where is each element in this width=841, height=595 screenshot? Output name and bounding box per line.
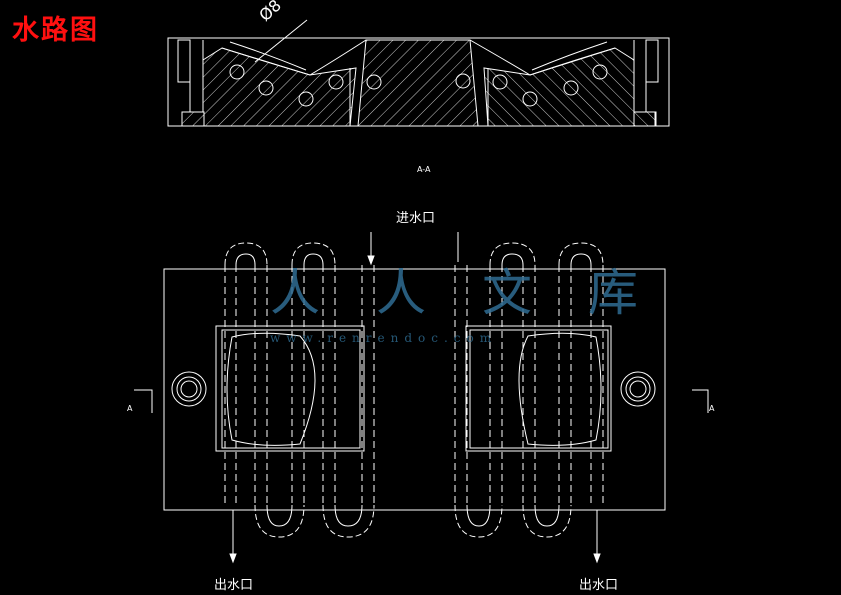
outlet-arrow-left xyxy=(229,510,237,564)
plan-view xyxy=(134,232,709,564)
watermark-logo: 人人文库 xyxy=(270,264,694,322)
left-guide xyxy=(177,39,191,83)
water-channel xyxy=(328,74,344,90)
bottom-bends xyxy=(254,504,572,538)
watermark-url: www.renrendoc.com xyxy=(270,331,498,345)
water-channel xyxy=(258,80,274,96)
inlet-label: 进水口 xyxy=(396,211,436,226)
water-channel xyxy=(563,80,579,96)
water-channel xyxy=(298,91,314,107)
section-marker-left: A xyxy=(127,404,133,413)
water-channel xyxy=(492,74,508,90)
water-channel xyxy=(366,74,382,90)
section-mark-left xyxy=(134,389,153,413)
section-view xyxy=(167,19,670,127)
water-channel xyxy=(455,73,471,89)
right-bush xyxy=(620,371,656,407)
water-channel xyxy=(522,91,538,107)
outlet-arrow-right xyxy=(593,510,601,564)
dimension-leader xyxy=(254,19,308,63)
cavity-left xyxy=(215,325,365,452)
mold-plate-outline xyxy=(163,268,666,511)
cavity-right xyxy=(465,325,612,452)
right-guide xyxy=(645,39,659,83)
section-marker-right: A xyxy=(709,404,715,413)
outlet-label-left: 出水口 xyxy=(214,578,254,593)
drawing-title: 水路图 xyxy=(12,15,99,46)
water-channel xyxy=(229,64,245,80)
inlet-arrow xyxy=(367,232,375,266)
part-left xyxy=(226,332,316,446)
part-right xyxy=(518,332,602,446)
cooling-channels xyxy=(224,265,604,505)
outlet-label-right: 出水口 xyxy=(579,578,619,593)
section-label: A-A xyxy=(417,165,431,174)
water-channel xyxy=(592,64,608,80)
section-mark-right xyxy=(692,389,709,413)
top-bends xyxy=(224,242,604,266)
left-bush xyxy=(171,371,207,407)
